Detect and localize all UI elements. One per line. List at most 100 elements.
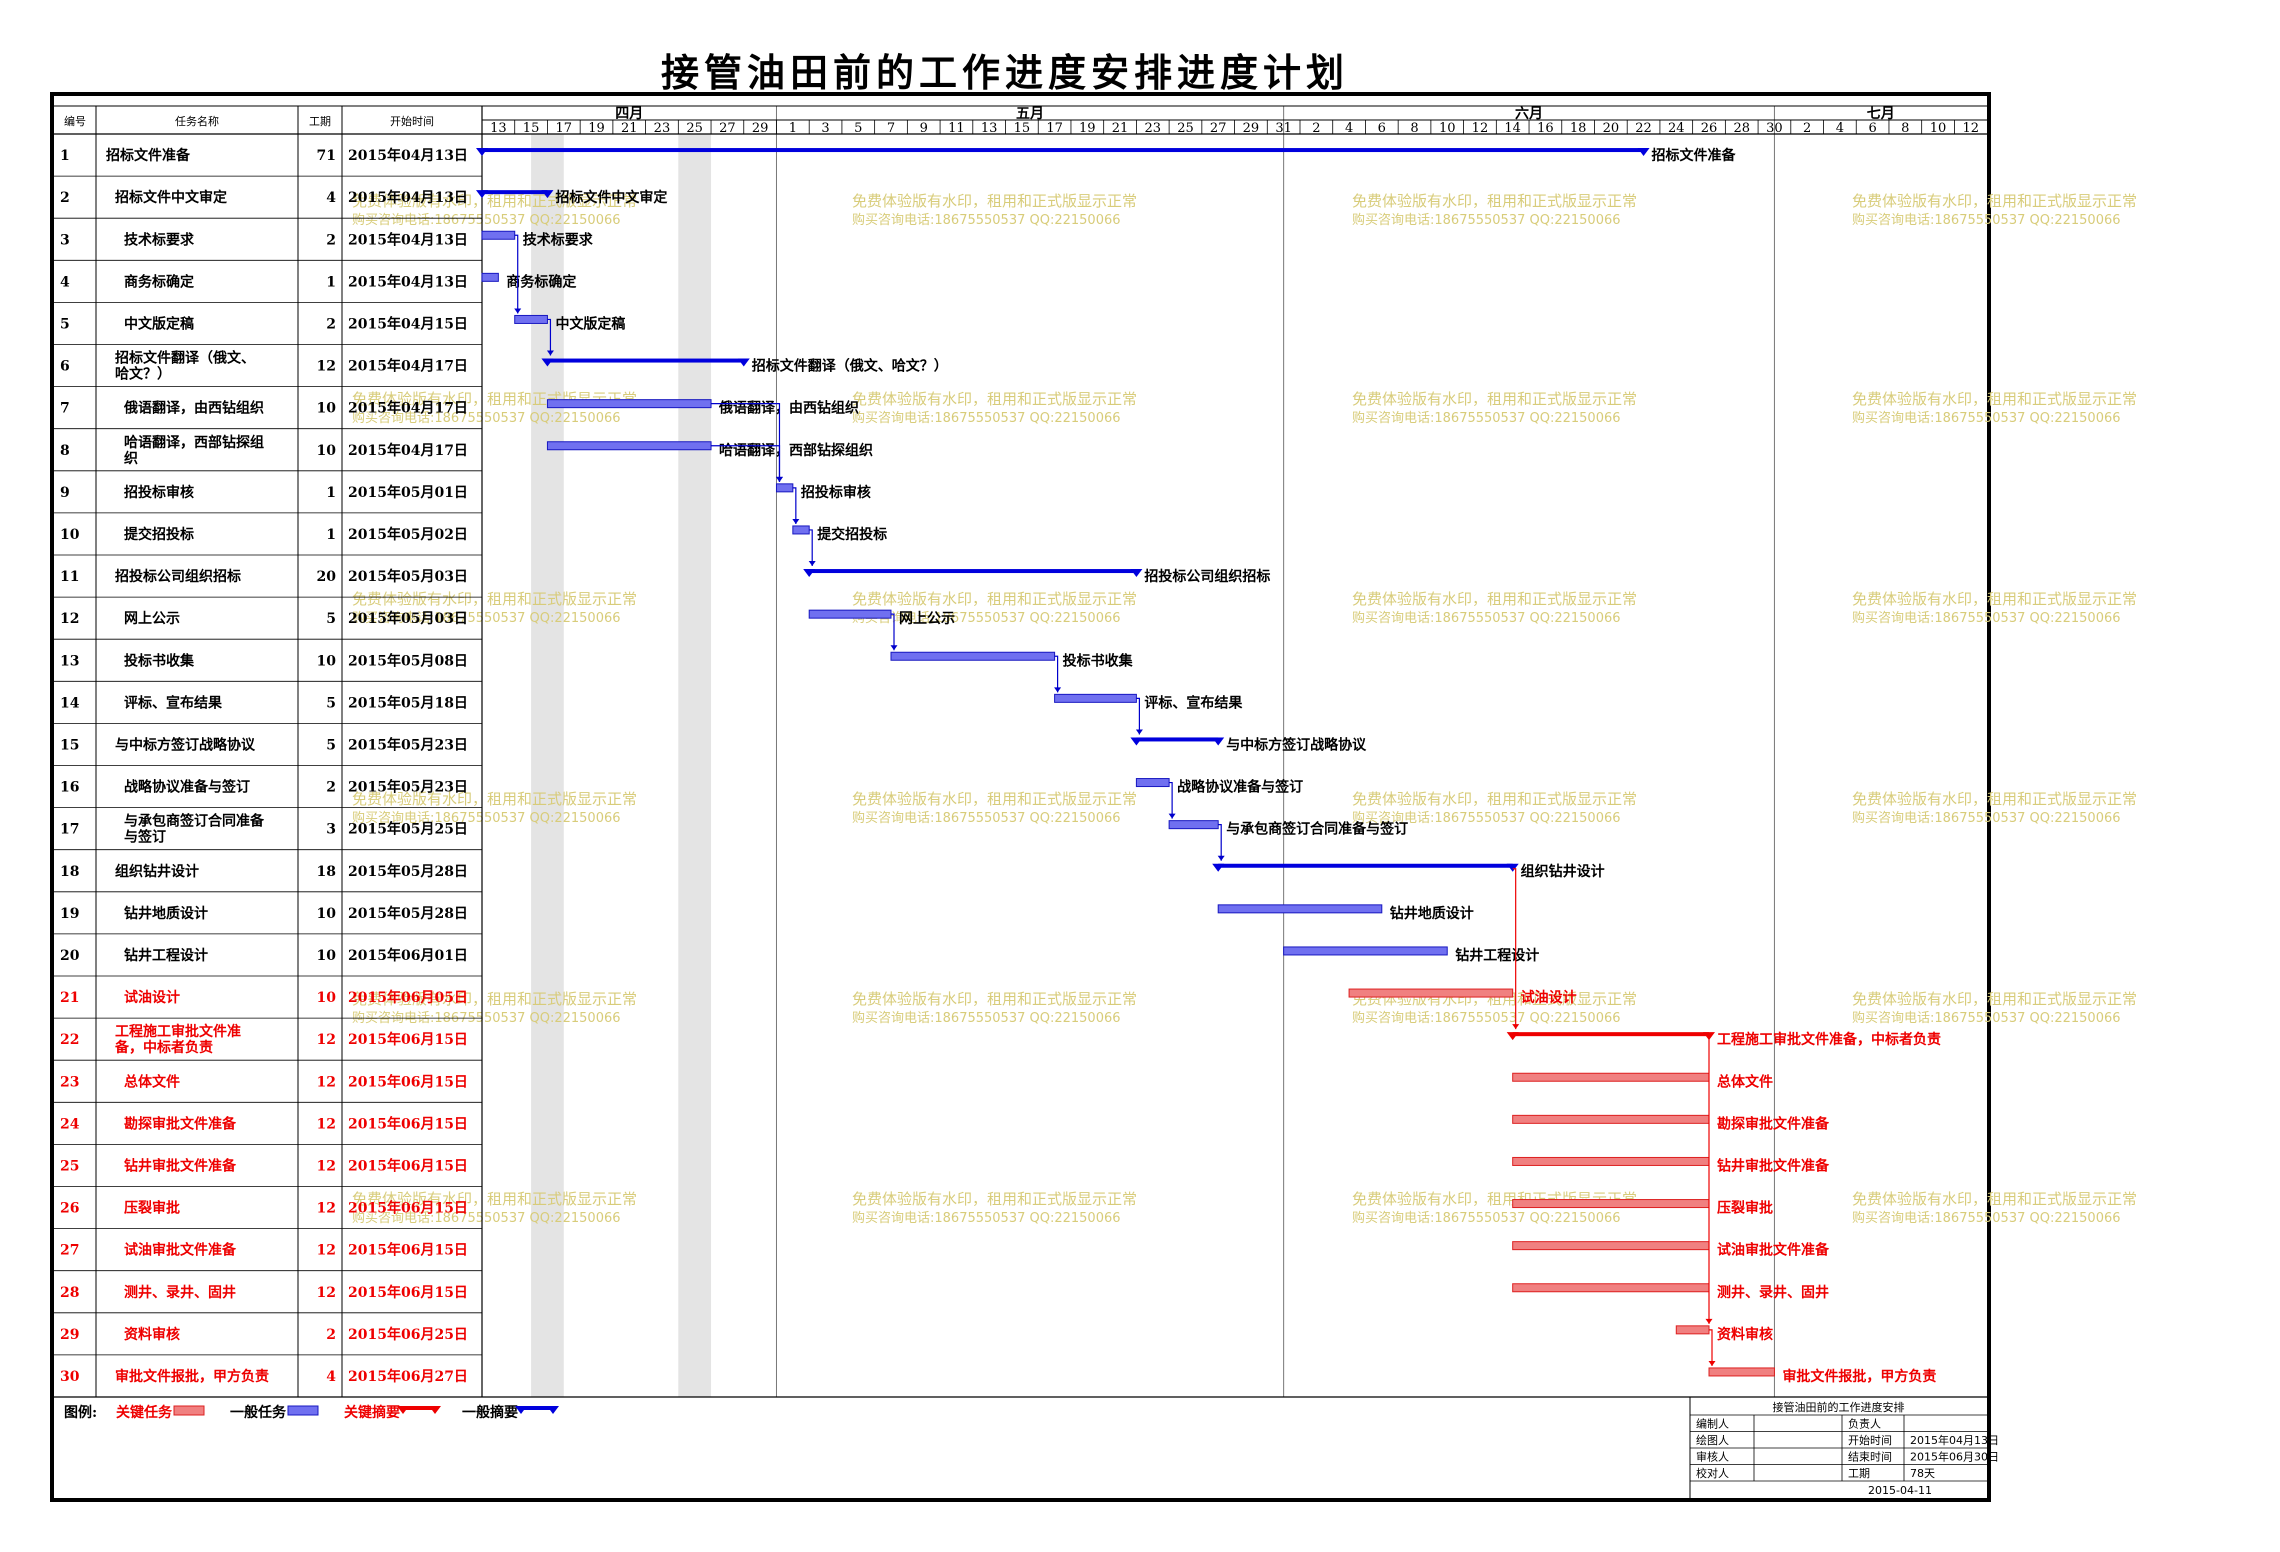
task-bar[interactable] [1675, 1325, 1710, 1335]
task-start: 2015年06月05日 [348, 989, 468, 1006]
task-bar[interactable] [1512, 1283, 1710, 1293]
legend-swatch-cap [429, 1406, 441, 1414]
task-name-line: 备，中标者负责 [114, 1039, 213, 1056]
task-name-line: 工程施工审批文件准 [115, 1023, 241, 1040]
summary-bar[interactable] [1218, 863, 1513, 868]
task-bar[interactable] [1168, 820, 1219, 830]
task-bar[interactable] [1512, 1072, 1710, 1082]
task-bar[interactable] [775, 483, 794, 493]
watermark-line: 购买咨询电话:18675550537 QQ:22150066 [1352, 1210, 1621, 1226]
summary-bar[interactable] [482, 148, 1644, 153]
summary-bar[interactable] [482, 190, 548, 195]
task-bar[interactable] [1054, 693, 1137, 703]
dependency-link [1709, 1329, 1713, 1366]
day-label: 24 [1668, 121, 1685, 136]
task-bar[interactable] [481, 230, 516, 240]
task-duration: 12 [317, 1243, 336, 1259]
summary-bar[interactable] [1136, 737, 1219, 742]
task-start: 2015年05月28日 [348, 863, 468, 880]
task-start: 2015年04月13日 [348, 273, 468, 290]
task-bar[interactable] [1135, 778, 1170, 788]
summary-bar[interactable] [1512, 1032, 1709, 1037]
task-duration: 12 [317, 1032, 336, 1048]
task-bar[interactable] [1708, 1367, 1775, 1377]
task-bar[interactable] [1512, 1156, 1710, 1166]
task-bar[interactable] [1512, 1199, 1710, 1209]
month-separators [775, 106, 1775, 1397]
legend-swatch-cap [547, 1406, 559, 1414]
legend-label: 关键摘要 [344, 1404, 400, 1421]
summary-cap-right [1637, 148, 1650, 157]
task-name-line: 招标文件翻译（俄文、 [115, 350, 255, 367]
task-name: 测井、录井、固井 [124, 1284, 236, 1301]
task-bar[interactable] [1512, 1241, 1710, 1251]
task-duration: 10 [317, 653, 337, 669]
header-dur: 工期 [309, 115, 331, 128]
watermark-line: 购买咨询电话:18675550537 QQ:22150066 [1852, 212, 2121, 228]
task-start: 2015年06月15日 [348, 1157, 468, 1174]
task-name: 招投标公司组织招标 [115, 568, 241, 585]
info-cell: 审核人 [1696, 1450, 1729, 1464]
task-bar[interactable] [514, 314, 548, 324]
task-bar[interactable] [1348, 988, 1514, 998]
day-label: 11 [948, 121, 965, 136]
task-duration: 12 [317, 359, 336, 375]
bar-label: 提交招投标 [817, 526, 887, 543]
day-label: 19 [588, 121, 605, 136]
bar-label: 勘探审批文件准备 [1717, 1115, 1830, 1132]
day-label: 21 [1112, 121, 1129, 136]
task-bar[interactable] [890, 651, 1056, 661]
task-id: 8 [60, 443, 70, 459]
day-label: 23 [654, 121, 671, 136]
task-bar[interactable] [1283, 946, 1448, 956]
task-duration: 10 [317, 990, 337, 1006]
task-bar[interactable] [1217, 904, 1383, 914]
task-id: 22 [60, 1032, 79, 1048]
task-bar[interactable] [792, 525, 810, 535]
task-bar[interactable] [481, 272, 499, 282]
task-bar[interactable] [546, 441, 712, 451]
task-name: 商务标确定 [124, 273, 194, 290]
task-id: 30 [60, 1369, 80, 1385]
watermark-line: 购买咨询电话:18675550537 QQ:22150066 [352, 212, 621, 228]
task-start: 2015年05月02日 [348, 526, 468, 543]
task-bar[interactable] [1512, 1114, 1710, 1124]
summary-bar[interactable] [809, 569, 1137, 574]
task-bar[interactable] [546, 399, 712, 409]
task-bar[interactable] [808, 609, 892, 619]
watermark-line: 免费体验版有水印，租用和正式版显示正常 [1852, 790, 2137, 808]
summary-bar[interactable] [547, 358, 744, 363]
task-start: 2015年05月25日 [348, 821, 468, 838]
